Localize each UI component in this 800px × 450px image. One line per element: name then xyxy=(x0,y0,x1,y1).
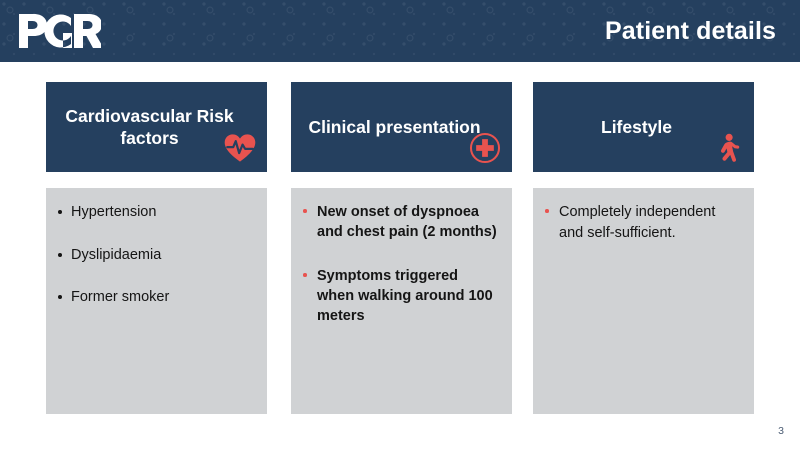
column-header: Lifestyle xyxy=(533,82,754,172)
column-header: Cardiovascular Risk factors xyxy=(46,82,267,172)
list-item: Former smoker xyxy=(56,287,253,308)
column-title: Lifestyle xyxy=(601,116,672,137)
column-header: Clinical presentation xyxy=(291,82,512,172)
column-title: Clinical presentation xyxy=(308,116,481,137)
column-body: New onset of dyspnoea and chest pain (2 … xyxy=(291,188,512,414)
column-clinical-presentation: Clinical presentation New onset of dyspn… xyxy=(291,82,512,414)
pcr-logo xyxy=(17,11,101,55)
bullet-list: New onset of dyspnoea and chest pain (2 … xyxy=(301,202,498,326)
list-item: Symptoms triggered when walking around 1… xyxy=(301,266,498,326)
page-title: Patient details xyxy=(605,17,776,45)
heart-pulse-icon xyxy=(223,131,257,165)
columns-container: Cardiovascular Risk factors Hypertension… xyxy=(0,82,800,417)
column-title: Cardiovascular Risk factors xyxy=(65,105,234,148)
bullet-list: Hypertension Dyslipidaemia Former smoker xyxy=(56,202,253,308)
list-item: Dyslipidaemia xyxy=(56,245,253,266)
column-body: Hypertension Dyslipidaemia Former smoker xyxy=(46,188,267,414)
list-item: Hypertension xyxy=(56,202,253,223)
medical-cross-circle-icon xyxy=(468,131,502,165)
slide-number: 3 xyxy=(778,425,784,437)
walking-person-icon xyxy=(710,131,744,165)
bullet-list: Completely independent and self-sufficie… xyxy=(543,202,740,243)
list-item: Completely independent and self-sufficie… xyxy=(543,202,740,243)
list-item: New onset of dyspnoea and chest pain (2 … xyxy=(301,202,498,242)
column-cardiovascular-risk-factors: Cardiovascular Risk factors Hypertension… xyxy=(46,82,267,414)
column-lifestyle: Lifestyle Completely independent and sel… xyxy=(533,82,754,414)
column-body: Completely independent and self-sufficie… xyxy=(533,188,754,414)
slide-header: Patient details xyxy=(0,0,800,62)
